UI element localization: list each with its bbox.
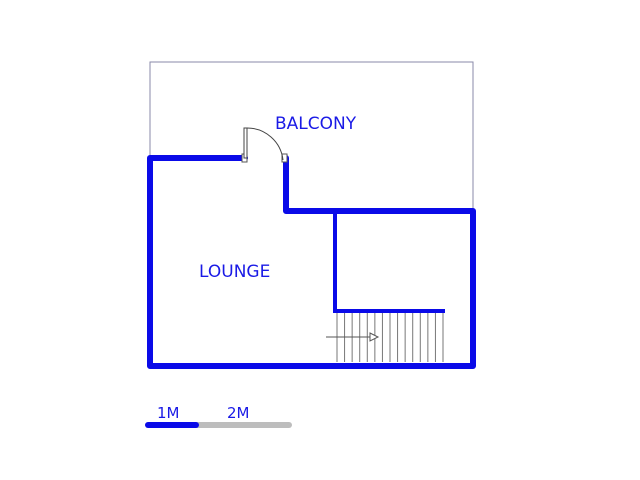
balcony-label: BALCONY [275, 114, 357, 134]
stair-arrow-icon [369, 332, 380, 342]
staircase [336, 313, 444, 362]
lounge-label: LOUNGE [199, 262, 270, 282]
door-leaf [243, 127, 248, 159]
door-frame-right [281, 153, 288, 163]
door-swing-arc [246, 127, 284, 161]
scale-label-2m: 2M [227, 404, 250, 422]
stair-enclosure-walls [333, 209, 445, 313]
balcony-outline [149, 61, 474, 212]
scale-label-1m: 1M [157, 404, 180, 422]
lounge-walls [147, 155, 476, 369]
